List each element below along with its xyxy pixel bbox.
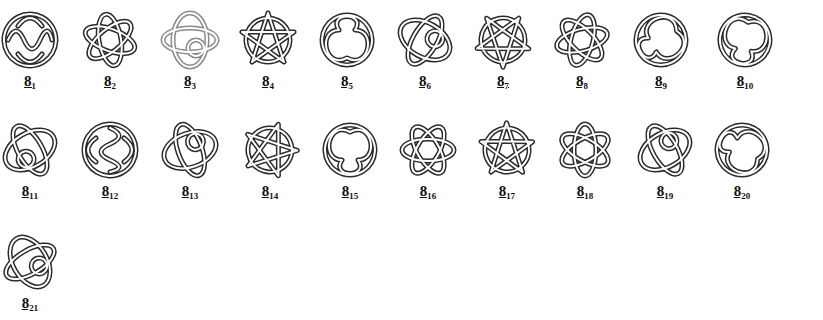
- knot-label: 8₈: [576, 74, 588, 89]
- knot-8-10: [716, 11, 774, 69]
- knot-label: 8₁₂: [102, 184, 119, 199]
- knot-8-15: [325, 125, 375, 175]
- knot-8-13: [155, 115, 224, 184]
- knot-label: 8₄: [262, 74, 274, 89]
- knot-8-7: [469, 3, 540, 73]
- knot-8-11: [0, 113, 67, 187]
- knot-label: 8₁₅: [342, 184, 359, 199]
- knot-label: 8₆: [419, 74, 431, 89]
- knot-8-20: [708, 116, 776, 184]
- knot-label: 8₁₉: [657, 184, 674, 199]
- knot-label: 8₁₈: [577, 184, 594, 199]
- knot-label: 8₉: [655, 74, 667, 89]
- knot-8-9: [627, 6, 695, 74]
- knot-8-21: [0, 225, 67, 299]
- knot-8-3: [163, 13, 217, 67]
- knot-label: 8₂: [104, 74, 116, 89]
- knot-label: 8₇: [497, 74, 509, 89]
- knot-label: 8₁₇: [499, 184, 516, 199]
- knot-label: 8₅: [341, 74, 353, 89]
- knot-8-18: [548, 113, 621, 188]
- knot-label: 8₁₆: [420, 184, 437, 199]
- knot-8-1: [4, 14, 56, 66]
- knot-8-12: [84, 124, 136, 176]
- knot-8-5: [322, 15, 372, 65]
- knot-label: 8₁: [24, 74, 36, 89]
- knot-8-2: [76, 5, 144, 75]
- knot-label: 8₁₃: [182, 184, 199, 199]
- knot-8-16: [402, 122, 454, 178]
- knot-8-19: [628, 113, 702, 187]
- knot-label: 8₁₀: [737, 74, 754, 89]
- knot-label: 8₃: [184, 74, 196, 89]
- knot-label: 8₂₁: [22, 296, 39, 311]
- knot-8-17: [478, 117, 541, 182]
- knot-8-4: [242, 13, 294, 62]
- knot-label: 8₁₁: [22, 184, 39, 199]
- knot-8-8: [544, 2, 620, 78]
- knot-label: 8₂₀: [734, 184, 751, 199]
- knot-8-14: [238, 116, 303, 179]
- knot-label: 8₁₄: [262, 184, 279, 199]
- knot-8-6: [388, 3, 462, 77]
